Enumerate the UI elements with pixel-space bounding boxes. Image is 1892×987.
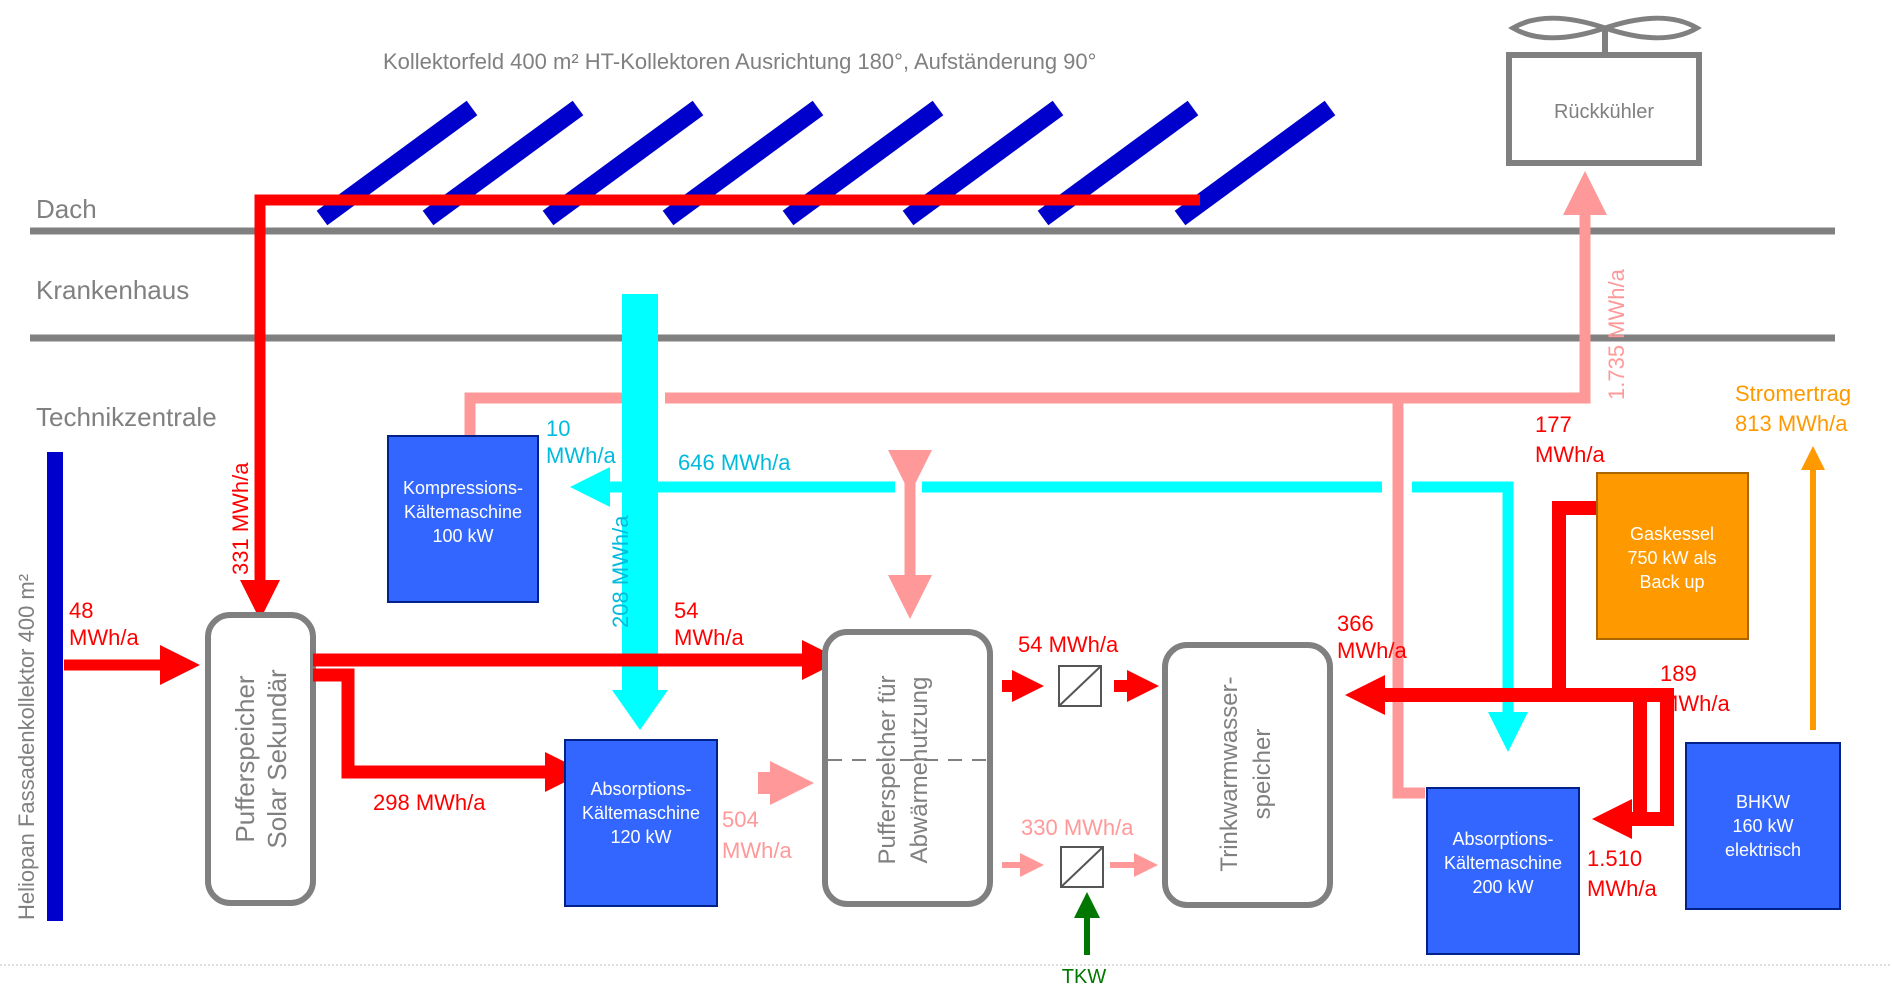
absorptions-kaeltemaschine-200-box [1426, 787, 1580, 955]
flow-bhkw-heat-label-1: 189 [1660, 661, 1697, 686]
absorption-200-line-3: 200 kW [1472, 877, 1533, 897]
heat-exchanger-icon [1058, 665, 1102, 707]
gaskessel-line-3: Back up [1639, 572, 1704, 592]
flow-hx-pink-label: 330 MWh/a [1021, 815, 1134, 840]
rueckkuehler-fan-icon [1508, 15, 1702, 55]
flow-bhkw-heat [1345, 675, 1674, 826]
collector-array [316, 100, 1336, 226]
bhkw-line-3: elektrisch [1725, 840, 1801, 860]
flow-rueckkuehler [665, 171, 1607, 404]
flow-to-trinkwarmwasser-label-1: 366 [1337, 611, 1374, 636]
collector-panel [1174, 100, 1336, 226]
bhkw-line-1: BHKW [1736, 792, 1790, 812]
flow-cold-compression-label-1: 10 [546, 416, 570, 441]
trinkwarmwasserspeicher-box [1162, 642, 1333, 908]
flow-to-puffer-abw-label-2: MWh/a [674, 625, 744, 650]
stromertrag-label-1: Stromertrag [1735, 381, 1851, 406]
flow-puffer-to-hx-label: 54 MWh/a [1018, 632, 1119, 657]
bhkw-box [1685, 742, 1841, 910]
kompression-line-3: 100 kW [432, 526, 493, 546]
absorptions-kaeltemaschine-120-box [564, 739, 718, 907]
collector-field-label: Kollektorfeld 400 m² HT-Kollektoren Ausr… [383, 49, 1096, 74]
kompressions-kaeltemaschine-box [387, 435, 539, 603]
cold-main-duct [622, 294, 658, 690]
rueckkuehler-label: Rückkühler [1554, 101, 1654, 123]
kompression-line-2: Kältemaschine [404, 502, 522, 522]
pufferspeicher-abwaerme-box [822, 629, 993, 907]
flow-gaskessel [1552, 501, 1597, 695]
flow-cold-compression-label-2: MWh/a [546, 443, 616, 468]
flow-solar-roof [240, 194, 1200, 620]
flow-facade-label-1: 48 [69, 598, 93, 623]
flow-cold-main-label: 646 MWh/a [678, 450, 791, 475]
gaskessel-line-1: Gaskessel [1630, 524, 1714, 544]
flow-solar-roof-label: 331 MWh/a [228, 462, 253, 575]
absorption-120-line-1: Absorptions- [590, 779, 691, 799]
flow-absorption-200-label-2: MWh/a [1587, 876, 1657, 901]
flow-cold-absorption-200 [1412, 481, 1528, 752]
puffer-solar-line-2: Solar Sekundär [262, 669, 292, 849]
puffer-solar-line-1: Pufferspeicher [230, 675, 260, 843]
flow-to-trinkwarmwasser-label-2: MWh/a [1337, 638, 1407, 663]
absorption-120-line-2: Kältemaschine [582, 803, 700, 823]
flow-rueckkuehler-label: 1.735 MWh/a [1604, 268, 1629, 400]
flow-to-absorption-120 [313, 668, 585, 792]
gaskessel-line-2: 750 kW als [1627, 548, 1716, 568]
facade-collector [47, 452, 63, 921]
zone-roof-label: Dach [36, 194, 97, 224]
stromertrag-label-2: 813 MWh/a [1735, 411, 1848, 436]
flow-pink-top-left [464, 392, 625, 435]
flow-absorption-200-heat [1633, 695, 1647, 825]
flow-facade-label-2: MWh/a [69, 625, 139, 650]
flow-to-absorption-120-label: 298 MWh/a [373, 790, 486, 815]
kompression-line-1: Kompressions- [403, 478, 523, 498]
rueckkuehler-box [1506, 52, 1702, 166]
flow-gaskessel-label-1: 177 [1535, 412, 1572, 437]
flow-waste-heat-120-label-2: MWh/a [722, 838, 792, 863]
flow-pink-return [1392, 398, 1425, 799]
gaskessel-box [1596, 472, 1749, 640]
flow-absorption-200-label-1: 1.510 [1587, 846, 1642, 871]
cold-main-arrowhead [612, 690, 668, 730]
flow-cold-absorption-120-label: 208 MWh/a [608, 515, 633, 628]
flow-bhkw-heat-label-2: MWh/a [1660, 691, 1730, 716]
zone-hospital-label: Krankenhaus [36, 275, 189, 305]
tkw-label: TKW [1062, 966, 1107, 987]
facade-label: Heliopan Fassadenkollektor 400 m² [14, 574, 39, 920]
trinkwarmwasser-line-2: speicher [1249, 729, 1276, 820]
pufferspeicher-solar-box [205, 612, 316, 906]
absorption-200-line-1: Absorptions- [1452, 829, 1553, 849]
absorption-120-line-3: 120 kW [610, 827, 671, 847]
flow-gaskessel-label-2: MWh/a [1535, 442, 1605, 467]
zone-tech-label: Technikzentrale [36, 402, 217, 432]
absorption-200-line-2: Kältemaschine [1444, 853, 1562, 873]
puffer-abw-line-2: Abwärmenutzung [906, 677, 933, 864]
puffer-abw-line-1: Pufferspeicher für [874, 676, 901, 865]
bhkw-line-2: 160 kW [1732, 816, 1793, 836]
heat-exchanger-icon [1060, 846, 1104, 888]
flow-waste-heat-120-label-1: 504 [722, 807, 759, 832]
trinkwarmwasser-line-1: Trinkwarmwasser- [1216, 676, 1243, 871]
flow-to-puffer-abw-label-1: 54 [674, 598, 698, 623]
